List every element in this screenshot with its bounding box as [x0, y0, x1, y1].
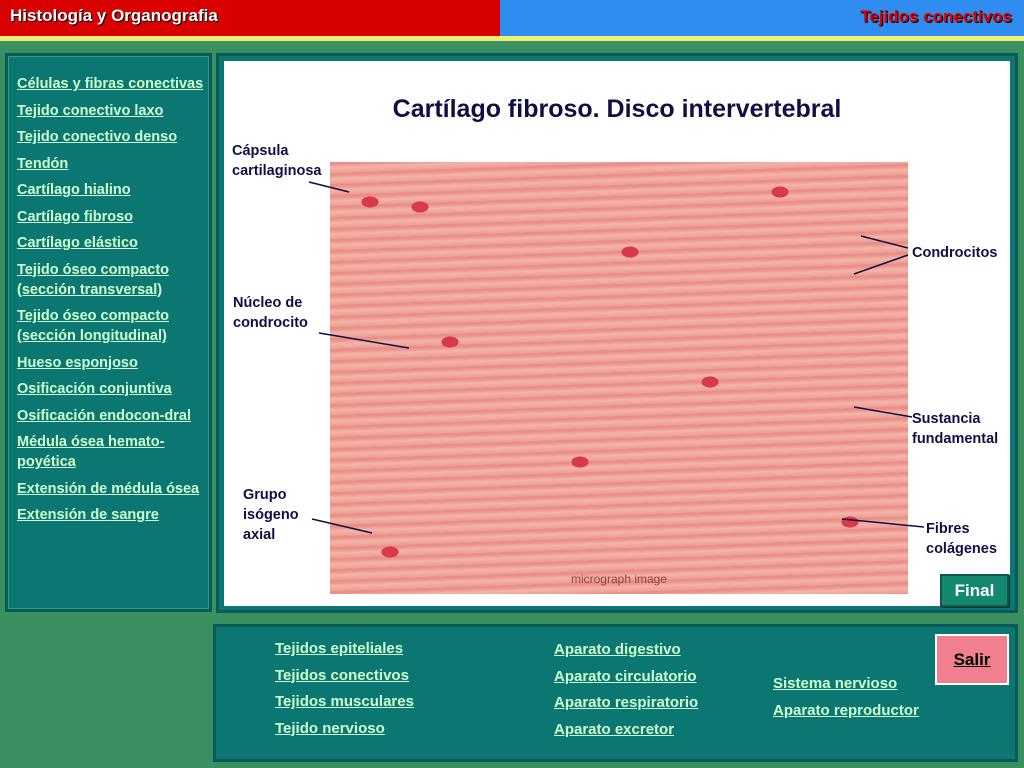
label-sustancia-fundamental: Sustancia fundamental [912, 411, 999, 447]
final-button[interactable]: Final [940, 574, 1009, 607]
sidebar-item-cartilago-hialino[interactable]: Cartílago hialino [17, 182, 131, 198]
bottom-nav-column-tejidos: Tejidos epiteliales Tejidos conectivos T… [275, 639, 414, 745]
content-area: Cartílago fibroso. Disco intervertebral … [224, 61, 1010, 607]
sidebar-nav: Células y fibras conectivas Tejido conec… [5, 53, 212, 612]
header-section-title: Tejidos conectivos [860, 7, 1012, 26]
header-bar-right [500, 0, 1024, 36]
sidebar-item-hueso-esponjoso[interactable]: Hueso esponjoso [17, 354, 138, 371]
label-nucleo-condrocito: Núcleo de condrocito [233, 295, 308, 331]
label-fibres-colagenes: Fibres colágenes [926, 521, 997, 557]
sidebar-item-oseo-longitudinal[interactable]: Tejido óseo compacto (sección longitudin… [17, 308, 170, 344]
link-aparato-digestivo[interactable]: Aparato digestivo [554, 641, 681, 658]
bottom-nav: Tejidos epiteliales Tejidos conectivos T… [213, 624, 1018, 762]
sidebar-item-tejido-denso[interactable]: Tejido conectivo denso [17, 129, 178, 145]
sidebar-item-osificacion-conjuntiva[interactable]: Osificación conjuntiva [17, 381, 172, 397]
link-tejido-nervioso[interactable]: Tejido nervioso [275, 719, 385, 737]
link-tejidos-musculares[interactable]: Tejidos musculares [275, 693, 414, 710]
sidebar-item-extension-sangre[interactable]: Extensión de sangre [17, 507, 159, 523]
link-aparato-circulatorio[interactable]: Aparato circulatorio [554, 667, 697, 685]
sidebar-item-extension-medula[interactable]: Extensión de médula ósea [17, 480, 200, 497]
header-bar-left [0, 0, 500, 36]
link-aparato-respiratorio[interactable]: Aparato respiratorio [554, 694, 699, 711]
label-condrocitos: Condrocitos [912, 245, 998, 261]
sidebar-item-cartilago-fibroso[interactable]: Cartílago fibroso [17, 208, 134, 225]
link-aparato-reproductor[interactable]: Aparato reproductor [773, 701, 919, 719]
page-title: Cartílago fibroso. Disco intervertebral [392, 95, 842, 123]
sidebar-item-oseo-transversal[interactable]: Tejido óseo compacto (sección transversa… [17, 261, 170, 298]
link-tejidos-epiteliales[interactable]: Tejidos epiteliales [275, 640, 404, 657]
header-title: Histología y Organografia [10, 6, 218, 25]
link-sistema-nervioso[interactable]: Sistema nervioso [773, 675, 898, 692]
sidebar-item-medula-hematopoyetica[interactable]: Médula ósea hemato-poyética [17, 434, 165, 470]
sidebar-item-osificacion-endocondral[interactable]: Osificación endocon-dral [17, 407, 192, 424]
label-grupo-isogeno-axial: Grupo isógeno axial [243, 487, 299, 543]
header-strip [0, 36, 1024, 41]
link-aparato-excretor[interactable]: Aparato excretor [554, 720, 675, 738]
sidebar-item-tendon[interactable]: Tendón [17, 155, 69, 172]
sidebar-item-tejido-laxo[interactable]: Tejido conectivo laxo [17, 102, 164, 119]
salir-button[interactable]: Salir [935, 634, 1009, 685]
sidebar-item-cartilago-elastico[interactable]: Cartílago elástico [17, 235, 138, 251]
micrograph-placeholder-caption: micrograph image [570, 572, 668, 586]
bottom-nav-column-aparatos: Aparato digestivo Aparato circulatorio A… [554, 640, 698, 746]
main-panel: Cartílago fibroso. Disco intervertebral … [216, 53, 1018, 613]
micrograph-image: micrograph image [330, 162, 908, 594]
label-capsula-cartilaginosa: Cápsula cartilaginosa [232, 143, 322, 179]
sidebar-item-celulas-fibras[interactable]: Células y fibras conectivas [17, 76, 204, 92]
link-tejidos-conectivos[interactable]: Tejidos conectivos [275, 666, 409, 684]
bottom-nav-column-sistemas: Sistema nervioso Aparato reproductor [773, 674, 919, 727]
